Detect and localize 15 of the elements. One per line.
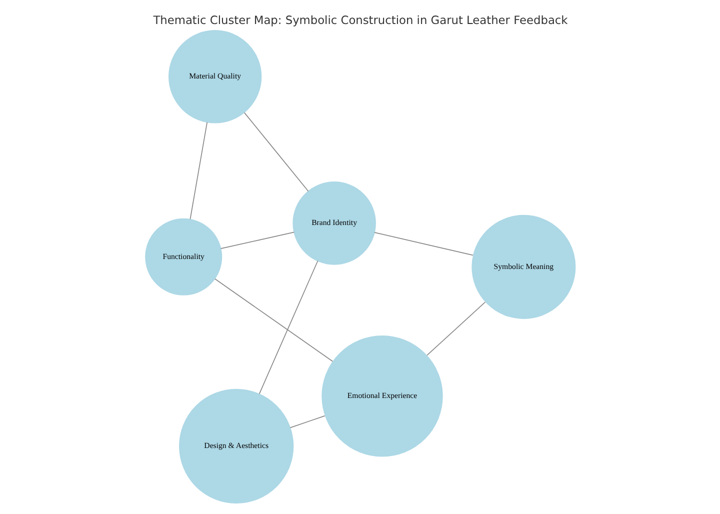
- node-circle: Emotional Experience: [321, 335, 442, 456]
- connector: [214, 278, 333, 362]
- connector: [189, 121, 208, 220]
- diagram-title: Thematic Cluster Map: Symbolic Construction in Garut Leather Feedback: [152, 12, 568, 26]
- connector: [220, 231, 294, 248]
- node-circle: Design & Aesthetics: [178, 388, 294, 503]
- node-circle: Symbolic Meaning: [471, 214, 576, 318]
- node-circle: Functionality: [144, 218, 222, 295]
- node-circle: Brand Identity: [292, 181, 376, 264]
- node-circle: Material Quality: [168, 30, 262, 123]
- connector: [426, 301, 486, 356]
- connector: [258, 260, 318, 394]
- connector: [373, 232, 473, 256]
- connector: [289, 414, 325, 428]
- connector: [243, 112, 308, 192]
